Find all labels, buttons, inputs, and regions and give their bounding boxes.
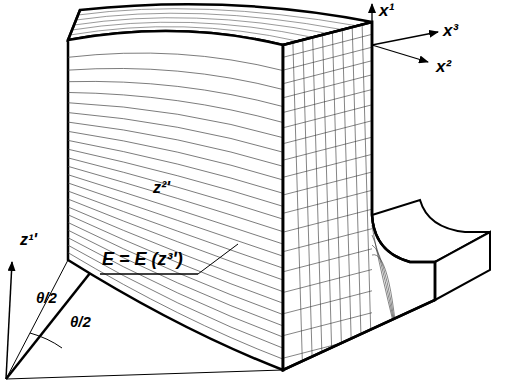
mesh-line <box>372 245 403 380</box>
mesh-line <box>68 199 283 280</box>
axis-label: x³ <box>443 22 458 39</box>
axis-label: z²' <box>153 180 170 196</box>
mesh-line <box>352 27 362 380</box>
mesh-line <box>68 131 283 180</box>
mesh-line <box>68 158 283 219</box>
mesh-line <box>283 34 372 57</box>
mesh-line <box>283 47 372 70</box>
mesh-line <box>283 90 372 113</box>
mesh-line <box>283 121 372 144</box>
mesh-line <box>68 175 283 244</box>
mesh-line <box>372 225 408 380</box>
mesh-line <box>68 183 283 256</box>
mesh-line <box>283 190 372 213</box>
mesh-line <box>68 113 283 153</box>
mesh-line <box>283 335 372 358</box>
mesh-line <box>283 249 372 272</box>
mesh-line <box>362 25 372 380</box>
mesh-line <box>68 207 283 292</box>
mesh-line <box>68 238 283 337</box>
mesh-line <box>68 253 283 359</box>
angle-label: θ/2 <box>36 290 57 305</box>
mesh-line <box>78 9 357 26</box>
mesh-line <box>68 215 283 303</box>
mesh-line <box>283 172 372 195</box>
mesh-line <box>76 13 342 29</box>
mesh-line <box>283 358 372 381</box>
mesh-line <box>283 137 372 160</box>
mesh-line <box>68 166 283 231</box>
modulus-label: E = E (z³') <box>102 250 183 268</box>
mesh-line <box>68 245 283 348</box>
mesh-line <box>283 61 372 84</box>
mesh-line <box>283 229 372 252</box>
mesh-line <box>283 75 372 98</box>
mesh-line <box>68 81 283 106</box>
mesh-line <box>283 291 372 314</box>
mesh-line <box>303 40 313 380</box>
mesh-line <box>283 270 372 293</box>
mesh-line <box>68 53 283 71</box>
angle-label: θ/2 <box>70 314 91 329</box>
mesh-line <box>283 209 372 232</box>
mesh-line <box>68 122 283 166</box>
mesh-line <box>68 92 283 122</box>
axis-label: z¹' <box>20 232 37 248</box>
mesh-line <box>68 222 283 314</box>
mesh-line <box>372 235 405 380</box>
mesh-line <box>283 382 372 383</box>
mesh-line <box>283 154 372 177</box>
mesh-line <box>283 313 372 336</box>
axis-label: x² <box>436 58 451 75</box>
mesh-line <box>68 140 283 193</box>
axis-label: x¹ <box>379 2 394 19</box>
mesh-line <box>68 103 283 138</box>
